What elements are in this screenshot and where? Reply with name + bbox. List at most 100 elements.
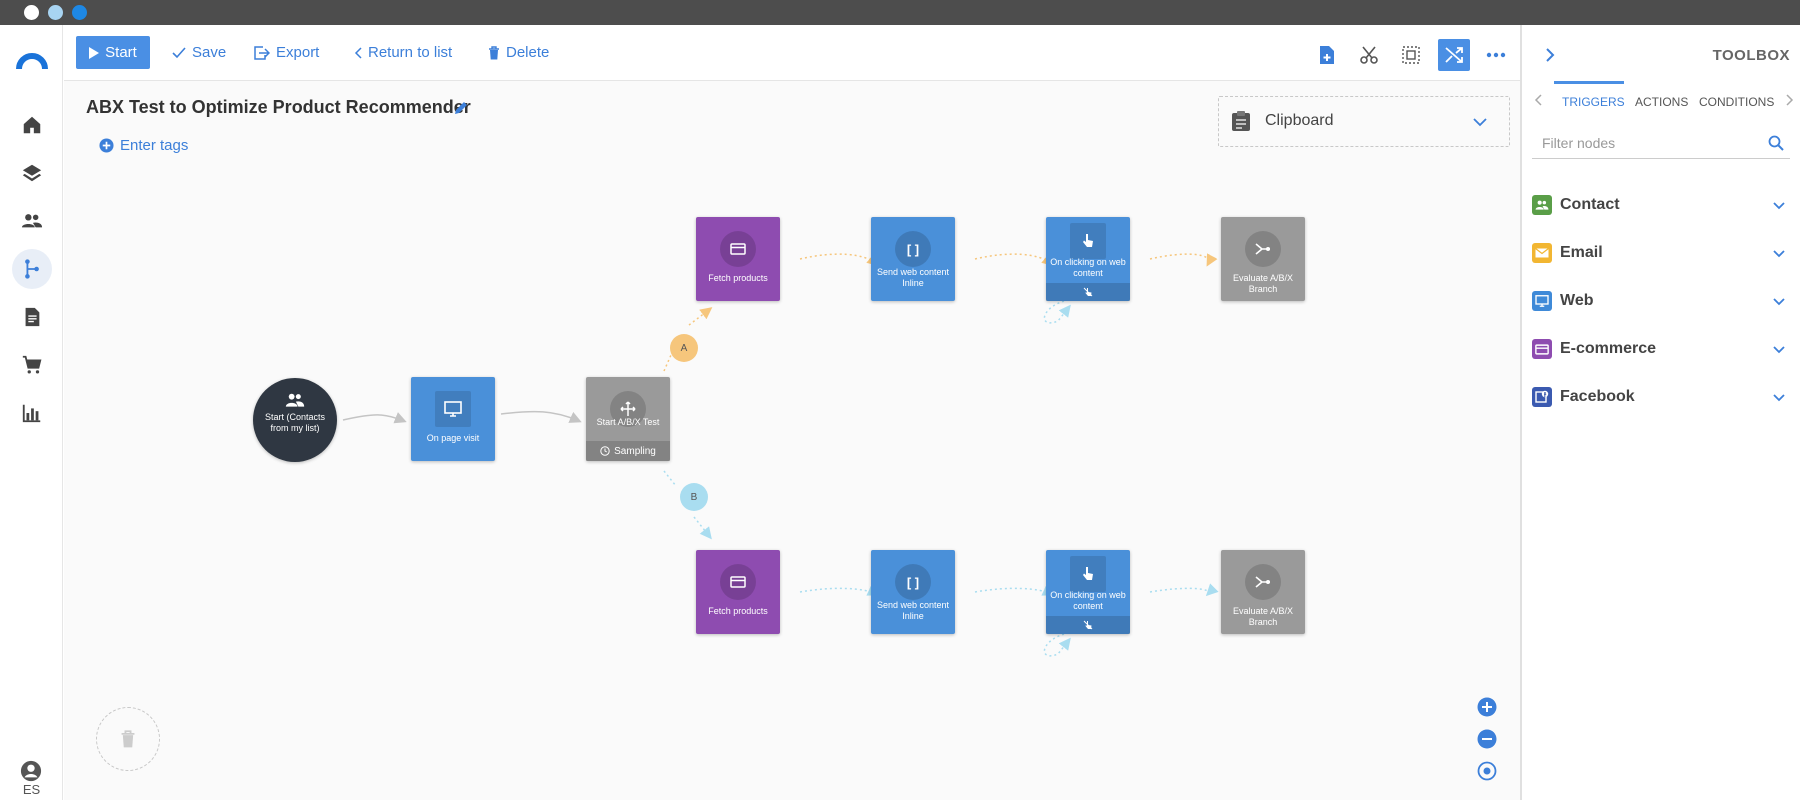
filter-nodes-field[interactable] [1532,127,1790,159]
abx-sampling-label: Sampling [614,445,656,457]
email-icon [1532,243,1552,263]
no-click-icon [1083,287,1093,297]
play-icon [89,46,100,59]
add-note-button[interactable] [1311,39,1343,71]
category-web-label: Web [1560,292,1594,309]
save-button[interactable]: Save [172,36,226,69]
home-icon [23,116,41,134]
save-button-label: Save [192,44,227,61]
recenter-button[interactable] [1476,760,1498,782]
trash-dropzone[interactable] [96,707,160,771]
toolbar: Start Save Export Return to list Delete [64,25,1520,81]
chevron-left-icon [354,46,362,59]
layers-icon [22,164,42,182]
contacts-icon [285,392,305,408]
workflow-canvas[interactable]: ABX Test to Optimize Product Recommender… [64,81,1520,800]
window-titlebar [0,0,1800,25]
start-node[interactable]: Start (Contacts from my list) [253,378,337,462]
cut-button[interactable] [1353,39,1385,71]
chevron-right-icon[interactable] [1540,45,1560,65]
app-logo-icon[interactable] [16,45,48,77]
monitor-icon [435,391,471,427]
branch-b-badge[interactable]: B [680,483,708,511]
branch-a-fetch-node[interactable]: Fetch products [696,217,780,301]
nav-layers[interactable] [12,153,52,193]
merge-icon [1245,564,1281,600]
category-email-label: Email [1560,244,1603,261]
zoom-out-button[interactable] [1476,728,1498,750]
category-ecommerce-label: E-commerce [1560,340,1657,357]
filter-nodes-input[interactable] [1532,127,1752,158]
branch-b-evaluate-label: Evaluate A/B/X Branch [1232,606,1294,627]
branch-b-fetch-node[interactable]: Fetch products [696,550,780,634]
enter-tags-label: Enter tags [120,137,189,154]
active-tab-indicator [1554,81,1624,84]
delete-button[interactable]: Delete [488,36,549,69]
category-contact[interactable]: Contact [1532,189,1790,221]
bar-chart-icon [22,404,41,423]
enter-tags-button[interactable]: Enter tags [99,137,188,154]
branch-b-send-label: Send web content Inline [876,600,950,621]
start-button[interactable]: Start [76,36,150,69]
page-visit-node[interactable]: On page visit [411,377,495,461]
abx-test-node[interactable]: Start A/B/X Test Sampling [586,377,670,461]
return-button-label: Return to list [368,44,453,61]
nav-contacts[interactable] [12,201,52,241]
nav-ecommerce[interactable] [12,345,52,385]
branch-b-evaluate-node[interactable]: Evaluate A/B/X Branch [1221,550,1305,634]
clipboard-icon [1232,111,1250,131]
workflow-connectors [342,253,1219,657]
branch-a-evaluate-node[interactable]: Evaluate A/B/X Branch [1221,217,1305,301]
branch-a-click-label: On clicking on web content [1050,257,1126,278]
tabs-scroll-right-icon[interactable] [1782,93,1796,107]
tab-conditions[interactable]: CONDITIONS [1699,95,1775,109]
add-file-icon [1320,46,1334,64]
branch-a-click-node[interactable]: On clicking on web content [1046,217,1130,301]
toolbox-panel: TOOLBOX TRIGGERS ACTIONS CONDITIONS Cont… [1520,25,1800,800]
merge-icon [1245,231,1281,267]
return-to-list-button[interactable]: Return to list [354,36,452,69]
zoom-in-button[interactable] [1476,696,1498,718]
language-label[interactable]: ES [22,782,41,797]
branch-a-fetch-label: Fetch products [708,273,768,283]
no-click-icon [1083,620,1093,630]
category-facebook[interactable]: Facebook [1532,381,1790,413]
clipboard-label: Clipboard [1265,112,1334,129]
window-close-button[interactable] [24,5,39,20]
category-web[interactable]: Web [1532,285,1790,317]
nav-workflows[interactable] [12,249,52,289]
nav-documents[interactable] [12,297,52,337]
auto-layout-button[interactable] [1438,39,1470,71]
chevron-down-icon [1773,298,1785,306]
select-area-button[interactable] [1395,39,1427,71]
export-button-label: Export [276,44,320,61]
branch-b-send-node[interactable]: [ ] Send web content Inline [871,550,955,634]
select-icon [1402,46,1420,64]
window-minimize-button[interactable] [48,5,63,20]
branch-a-send-label: Send web content Inline [876,267,950,288]
tabs-scroll-left-icon[interactable] [1532,93,1546,107]
category-ecommerce[interactable]: E-commerce [1532,333,1790,365]
card-icon [720,564,756,600]
toolbox-title: TOOLBOX [1712,47,1790,64]
edit-pencil-icon[interactable] [453,100,469,116]
branch-a-badge[interactable]: A [670,334,698,362]
nav-reports[interactable] [12,393,52,433]
more-options-button[interactable] [1480,39,1512,71]
trash-icon [121,730,135,748]
export-button[interactable]: Export [254,36,319,69]
tab-actions[interactable]: ACTIONS [1635,95,1689,109]
user-avatar-icon[interactable] [20,760,42,782]
tab-triggers[interactable]: TRIGGERS [1562,95,1625,109]
nav-home[interactable] [12,105,52,145]
delete-button-label: Delete [506,44,550,61]
brackets-icon: [ ] [895,564,931,600]
cart-icon [22,355,42,374]
branch-b-click-node[interactable]: On clicking on web content [1046,550,1130,634]
category-email[interactable]: Email [1532,237,1790,269]
more-horizontal-icon [1486,52,1506,58]
clipboard-dropdown[interactable]: Clipboard [1218,96,1510,147]
card-icon [720,231,756,267]
branch-a-send-node[interactable]: [ ] Send web content Inline [871,217,955,301]
window-maximize-button[interactable] [72,5,87,20]
